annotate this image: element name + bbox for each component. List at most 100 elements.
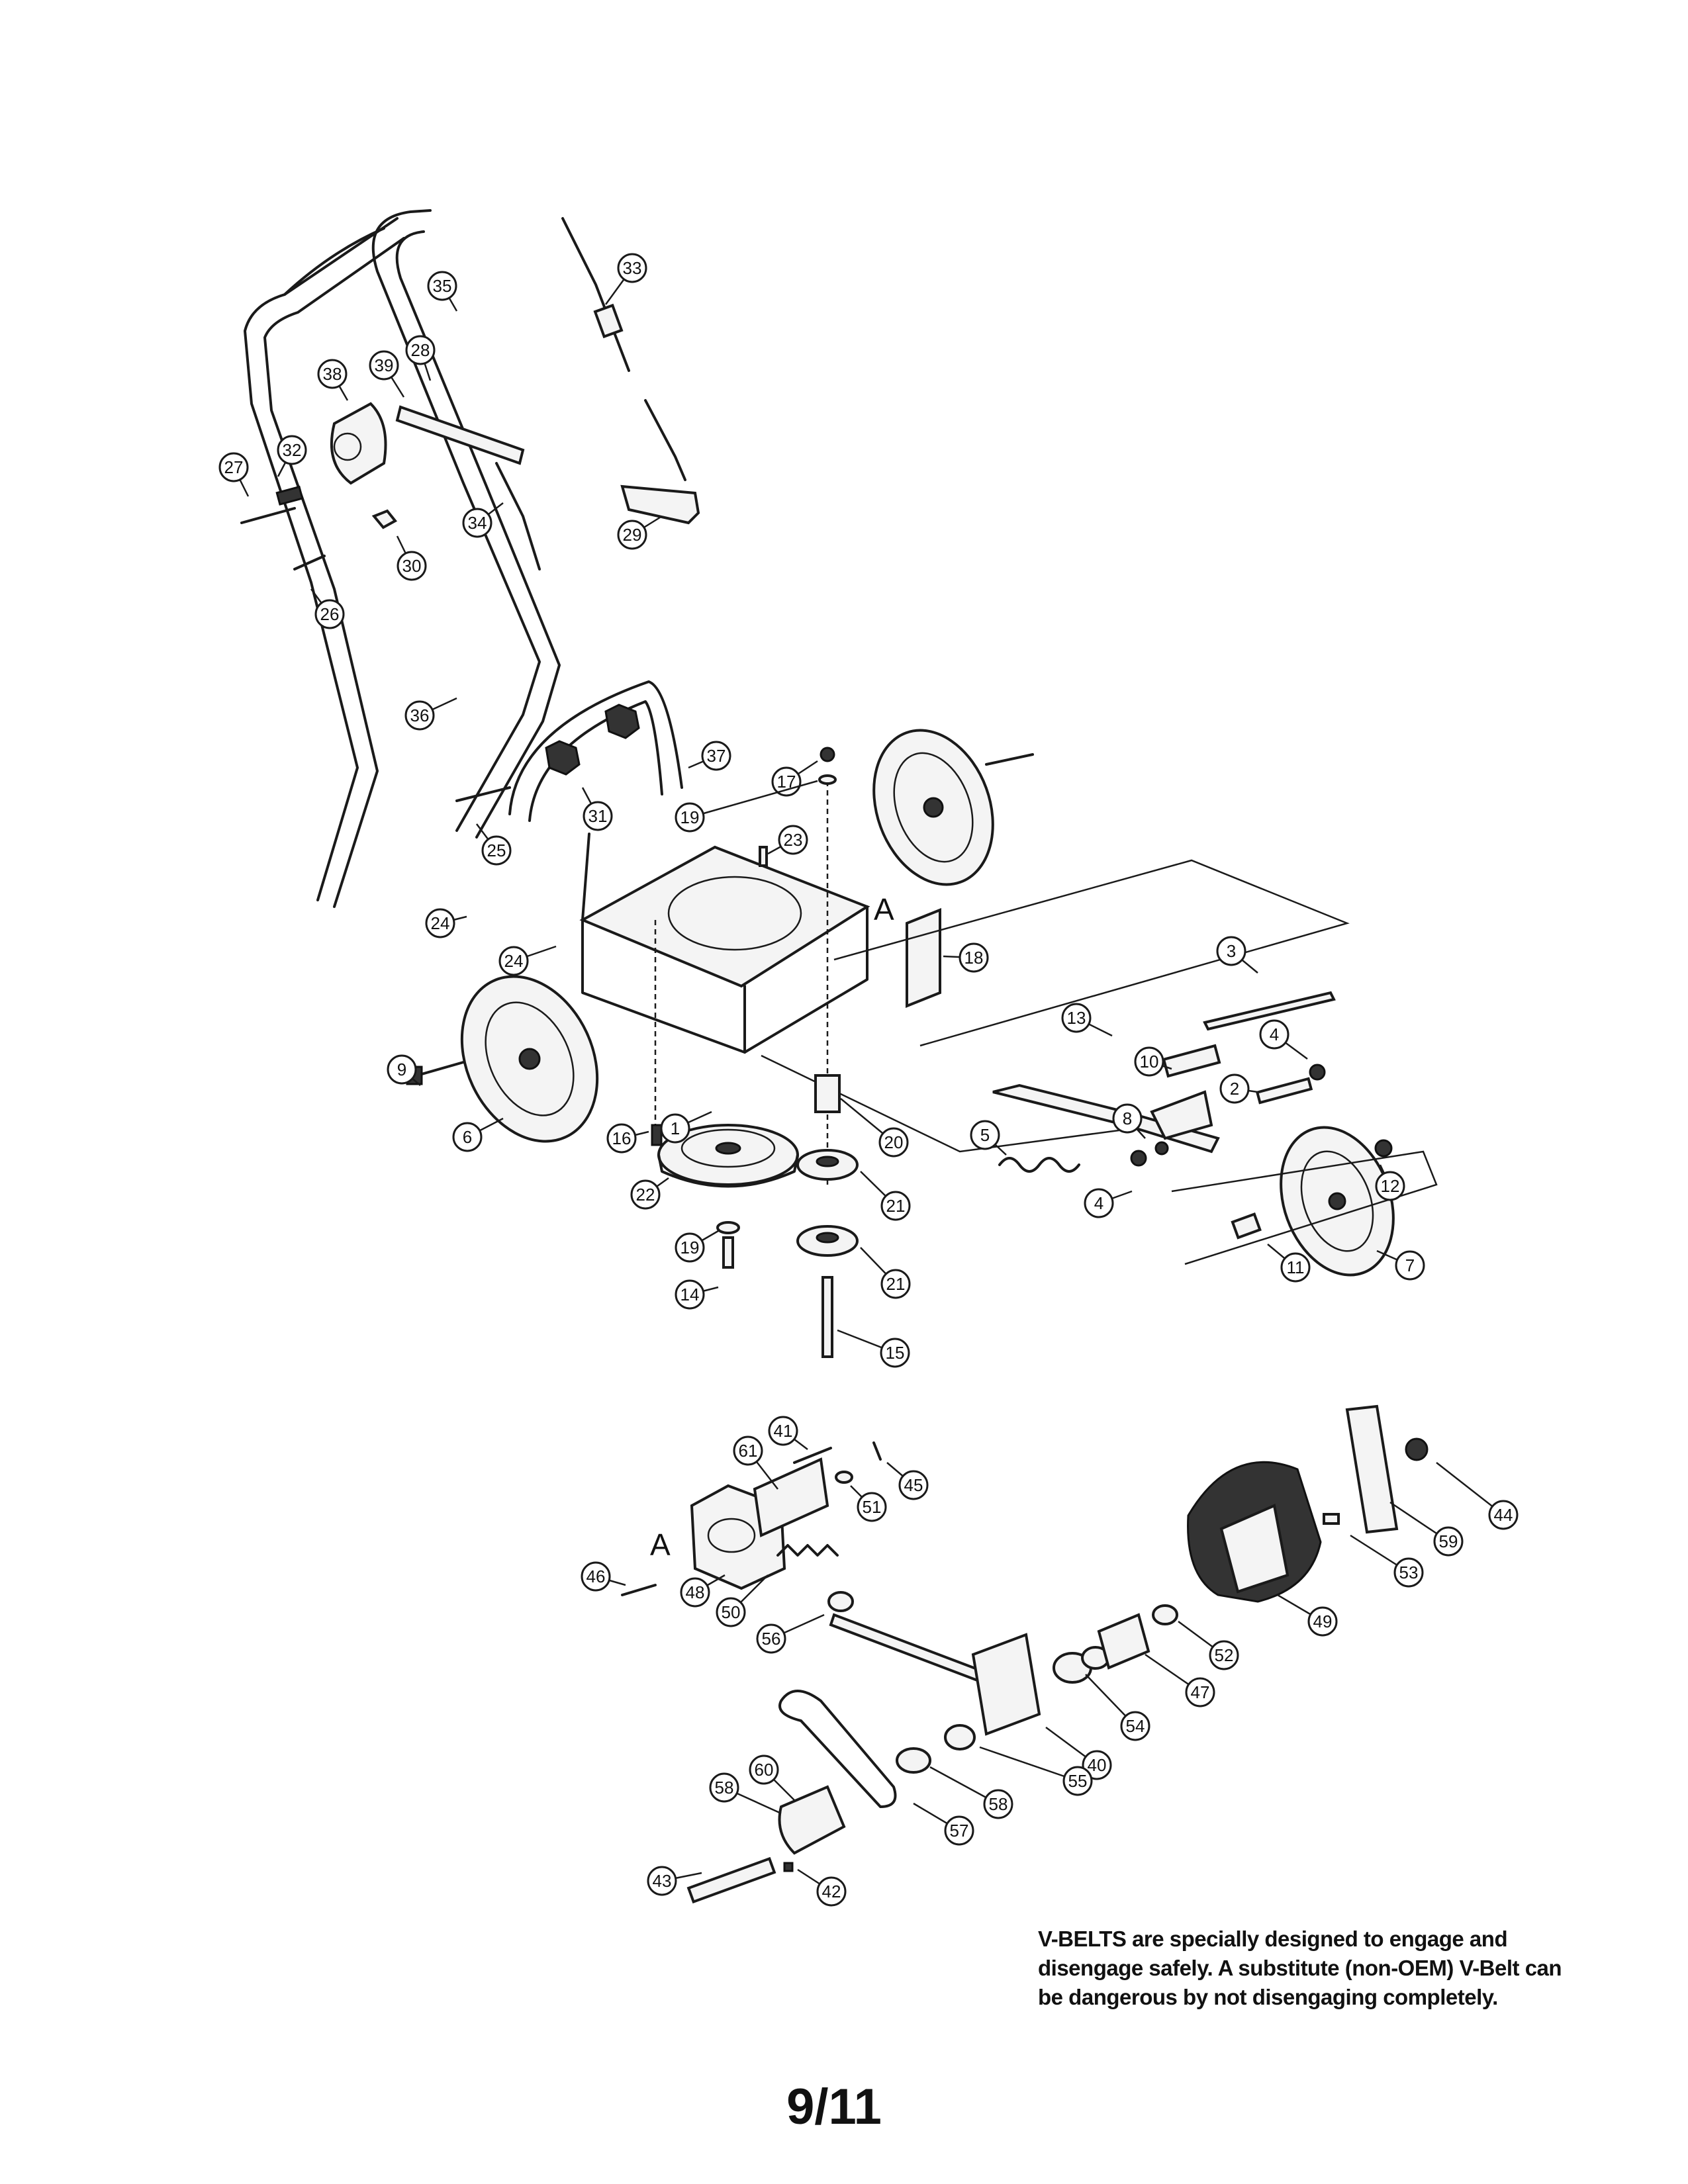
vbelt-note-lead: V-BELTS	[1038, 1927, 1127, 1951]
callout-circle-53	[1393, 1557, 1424, 1588]
callout-number-40: 40	[1088, 1755, 1107, 1775]
callout-number-44: 44	[1494, 1505, 1513, 1525]
callout-number-57: 57	[950, 1821, 969, 1841]
callout-number-8: 8	[1123, 1109, 1132, 1128]
callout-number-26: 26	[320, 604, 340, 624]
callout-circle-35	[427, 271, 457, 301]
callout-number-37: 37	[707, 746, 726, 766]
front-axle-subassembly	[761, 859, 1438, 1265]
callout-circle-43	[647, 1866, 677, 1896]
ref-letter-lower: A	[650, 1527, 671, 1562]
callout-10: 10	[1134, 1046, 1172, 1077]
callout-number-56: 56	[762, 1629, 781, 1649]
callout-circle-16	[606, 1123, 637, 1154]
callout-number-59: 59	[1439, 1531, 1458, 1551]
callout-circle-36	[404, 700, 435, 731]
callout-number-34: 34	[468, 513, 487, 533]
callout-circle-33	[617, 253, 647, 283]
callout-circle-37	[701, 741, 731, 771]
callout-40: 40	[1045, 1726, 1112, 1780]
callout-19: 19	[675, 780, 818, 833]
callout-number-19: 19	[680, 1238, 700, 1257]
callout-circle-44	[1488, 1500, 1519, 1530]
callout-34: 34	[462, 502, 504, 538]
callout-circle-52	[1209, 1640, 1239, 1670]
callout-circle-61	[733, 1435, 763, 1466]
callout-number-21: 21	[886, 1274, 906, 1294]
callout-circle-4	[1084, 1188, 1114, 1218]
callout-number-18: 18	[964, 948, 984, 968]
callout-number-4: 4	[1270, 1024, 1279, 1044]
leader-line-55	[979, 1746, 1078, 1782]
callout-number-27: 27	[224, 457, 244, 477]
vbelt-safety-note: V-BELTS are specially designed to engage…	[1038, 1925, 1568, 2012]
callout-number-21: 21	[886, 1196, 906, 1216]
callout-number-54: 54	[1126, 1716, 1145, 1736]
callout-54: 54	[1085, 1674, 1150, 1741]
callout-number-15: 15	[886, 1343, 905, 1363]
callout-39: 39	[369, 350, 405, 398]
callout-circle-38	[317, 359, 348, 389]
callout-circle-21	[880, 1269, 911, 1299]
callout-number-48: 48	[686, 1582, 705, 1602]
callout-circle-30	[397, 551, 427, 581]
callout-circle-19	[675, 1232, 705, 1263]
callout-circle-1	[660, 1113, 690, 1144]
callout-number-35: 35	[433, 276, 452, 296]
callout-circle-47	[1185, 1677, 1215, 1707]
callout-circle-18	[959, 942, 989, 973]
callout-25: 25	[476, 823, 512, 866]
callout-3: 3	[1216, 936, 1258, 974]
callout-number-24: 24	[504, 951, 524, 971]
callout-46: 46	[581, 1561, 626, 1592]
wheel-rear-right	[872, 729, 1034, 886]
callout-35: 35	[427, 271, 458, 312]
callout-13: 13	[1061, 1003, 1113, 1037]
callout-14: 14	[675, 1279, 719, 1310]
callout-circle-11	[1280, 1252, 1311, 1283]
callout-4: 4	[1259, 1019, 1308, 1060]
callout-circle-10	[1134, 1046, 1164, 1077]
callout-circle-58	[983, 1789, 1013, 1819]
callout-circle-23	[778, 825, 808, 855]
callout-circle-19	[675, 802, 705, 833]
callout-number-3: 3	[1227, 941, 1236, 961]
callout-circle-25	[481, 835, 512, 866]
callout-circle-39	[369, 350, 399, 381]
callout-number-32: 32	[283, 440, 302, 460]
callout-circle-6	[452, 1122, 483, 1152]
frame-deck	[579, 781, 941, 1185]
callout-circle-26	[314, 599, 345, 629]
callout-number-10: 10	[1140, 1052, 1159, 1071]
callout-number-39: 39	[375, 355, 394, 375]
callout-circle-24	[425, 908, 455, 938]
callout-38: 38	[317, 359, 349, 401]
callout-number-11: 11	[1287, 1257, 1305, 1277]
callout-5: 5	[970, 1120, 1007, 1156]
callout-11: 11	[1267, 1244, 1311, 1283]
callout-number-33: 33	[623, 258, 642, 278]
callout-7: 7	[1376, 1250, 1425, 1281]
leader-line-19	[689, 780, 818, 819]
callout-55: 55	[979, 1746, 1093, 1796]
handle-assembly	[240, 209, 700, 908]
callout-56: 56	[756, 1614, 825, 1654]
callout-45: 45	[886, 1462, 929, 1500]
callout-4: 4	[1084, 1188, 1133, 1218]
callout-circle-2	[1219, 1073, 1250, 1104]
callout-circle-56	[756, 1623, 786, 1654]
callout-number-28: 28	[411, 340, 430, 360]
callout-1: 1	[660, 1111, 712, 1144]
callout-24: 24	[498, 945, 557, 976]
callout-number-20: 20	[884, 1132, 904, 1152]
callout-circle-7	[1395, 1250, 1425, 1281]
callout-51: 51	[850, 1485, 887, 1522]
callout-circle-57	[944, 1815, 974, 1846]
callout-58: 58	[709, 1772, 782, 1815]
callout-circle-59	[1433, 1526, 1464, 1557]
callout-number-23: 23	[784, 830, 803, 850]
callout-circle-60	[749, 1754, 779, 1785]
callout-number-41: 41	[774, 1421, 793, 1441]
callout-49: 49	[1277, 1594, 1338, 1637]
callout-37: 37	[688, 741, 731, 771]
